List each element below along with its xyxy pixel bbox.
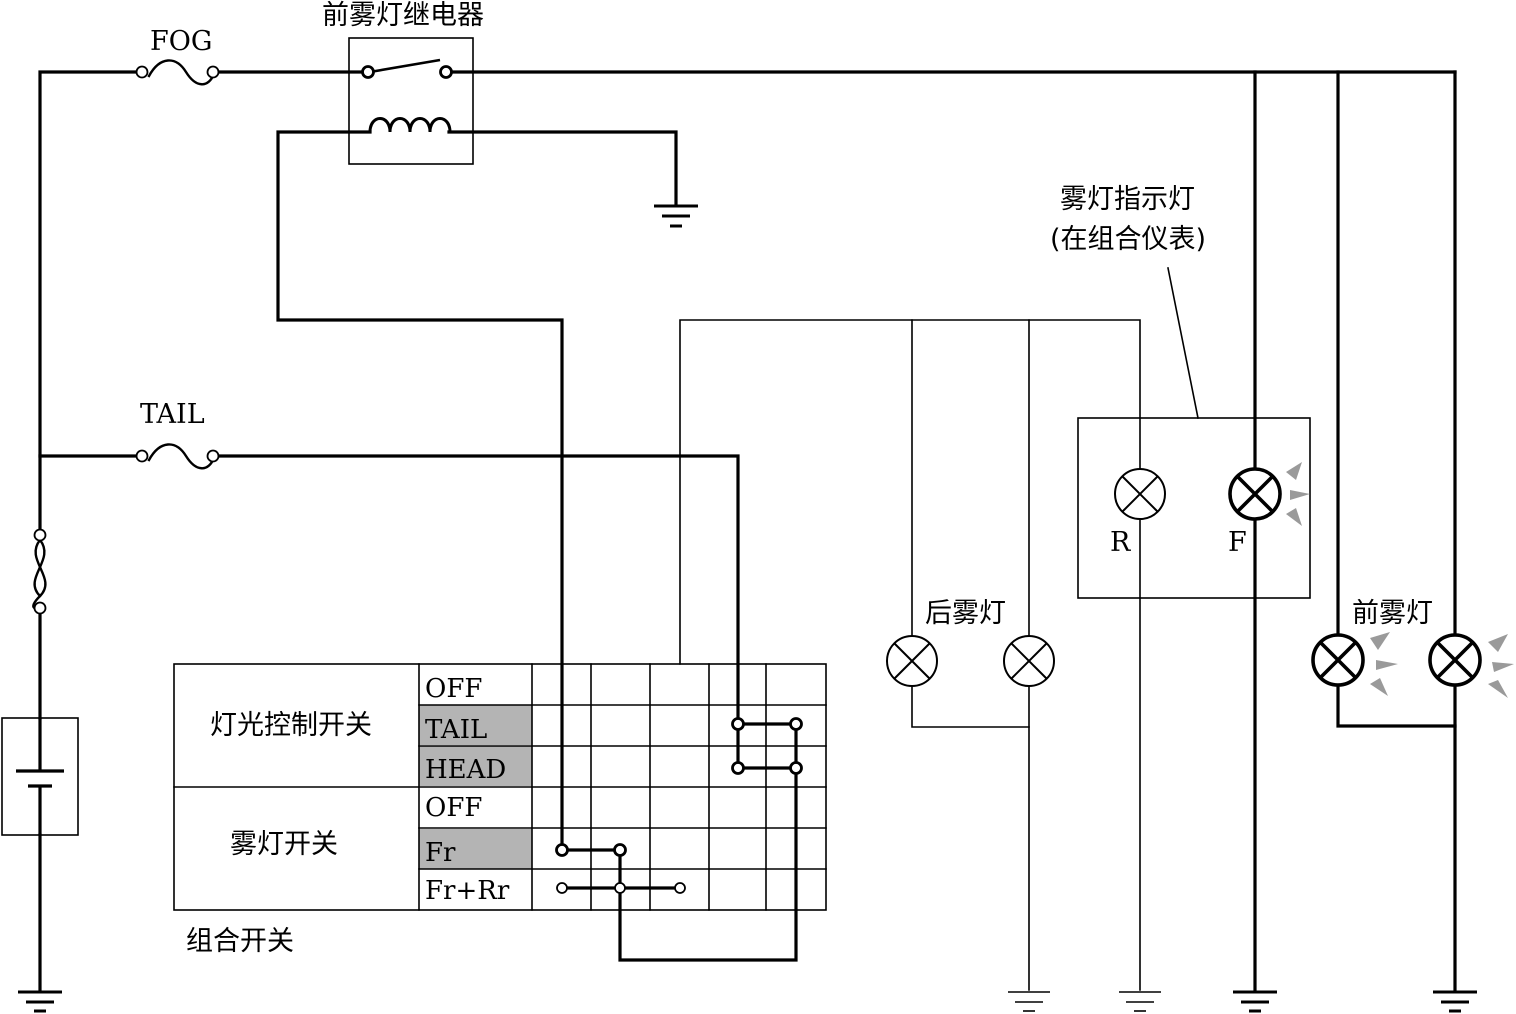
ground-icon	[1119, 991, 1161, 1012]
cell-highlight-tail	[419, 705, 532, 745]
wire-relay-coil-ground	[447, 130, 678, 207]
battery-icon	[1, 717, 79, 836]
lamp-icon	[886, 635, 938, 687]
wire-rear-fog-left	[911, 319, 1030, 728]
fuse-tail	[135, 443, 220, 470]
fog-switch-name: 雾灯开关	[230, 829, 338, 860]
light-pos-tail: TAIL	[425, 715, 487, 745]
fog-pos-frrr: Fr+Rr	[425, 876, 510, 906]
wire-relay-coil-to-switch	[276, 130, 564, 852]
wire-battery-main	[38, 70, 138, 992]
wire-tail-to-switch	[215, 454, 740, 726]
rear-fog-label: 后雾灯	[925, 598, 1006, 629]
ground-icon	[1233, 990, 1277, 1013]
relay-label: 前雾灯继电器	[322, 0, 484, 31]
lamp-icon	[1228, 467, 1282, 521]
switch-fr-return	[618, 766, 798, 962]
wire-rear-fog-supply	[679, 319, 1141, 991]
fog-indicator-panel	[1077, 417, 1311, 599]
thin-wires	[679, 267, 1199, 991]
rear-fog-lamps	[886, 635, 1055, 687]
light-switch-name: 灯光控制开关	[210, 710, 372, 741]
ground-icon	[1433, 990, 1477, 1013]
light-pos-head: HEAD	[425, 755, 506, 785]
thick-wires	[38, 70, 1457, 992]
lamp-icon	[1114, 468, 1166, 520]
cell-highlight-fr	[419, 829, 532, 869]
front-fog-label: 前雾灯	[1352, 598, 1433, 629]
light-pos-off: OFF	[425, 674, 482, 704]
indicator-callout-line	[1167, 267, 1199, 419]
fuse-fog-label: FOG	[150, 26, 212, 57]
fuse-tail-label: TAIL	[140, 399, 205, 430]
fuse-icon	[147, 59, 216, 86]
relay-switch-icon	[361, 58, 453, 79]
fog-pos-fr: Fr	[425, 838, 456, 868]
cell-highlight-head	[419, 746, 532, 786]
switch-contacts	[555, 717, 803, 894]
lamp-icon	[1003, 635, 1055, 687]
fuse-icon	[147, 443, 216, 470]
wire-front-fog-left	[1336, 70, 1457, 728]
fuse-fog	[135, 59, 220, 86]
front-fog-lamps	[1311, 632, 1514, 698]
relay	[348, 37, 474, 165]
lamp-icon	[1428, 633, 1482, 687]
fog-pos-off: OFF	[425, 793, 482, 823]
ground-icon	[1008, 991, 1050, 1012]
indicator-label-line1: 雾灯指示灯	[1060, 184, 1195, 215]
combination-switch-table: 灯光控制开关 雾灯开关 OFF TAIL HEAD OFF Fr Fr+Rr	[173, 663, 827, 911]
ground-icon	[654, 204, 698, 228]
lamp-icon	[1311, 633, 1365, 687]
relay-coil-icon	[368, 117, 452, 134]
fusible-link-icon	[32, 528, 47, 615]
indicator-r-label: R	[1110, 527, 1131, 558]
indicator-label-line2: (在组合仪表)	[1050, 224, 1206, 255]
indicator-f-label: F	[1228, 527, 1247, 558]
combo-switch-label: 组合开关	[186, 926, 294, 957]
ground-icon	[18, 990, 62, 1013]
